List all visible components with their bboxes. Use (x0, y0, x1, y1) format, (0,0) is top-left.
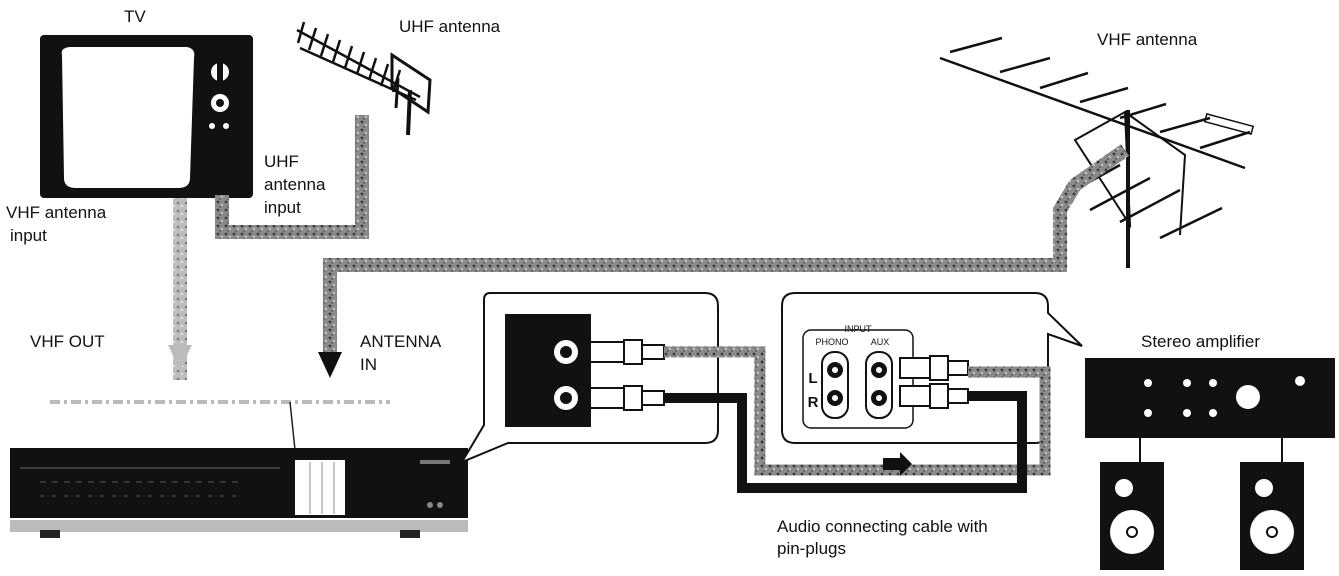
antenna-in-label: ANTENNA IN (360, 332, 442, 374)
amp-aux-label: AUX (871, 337, 890, 347)
uhf-antenna-label: UHF antenna (399, 17, 501, 36)
amp-phono-label: PHONO (815, 337, 848, 347)
amp-input-label: INPUT (845, 324, 873, 334)
uhf-antenna-input-label: UHF antenna input (264, 152, 326, 217)
vhf-antenna-input-label: VHF antenna input (6, 203, 107, 245)
vcr-unit (10, 400, 468, 538)
audio-cable-label: Audio connecting cable with pin-plugs (777, 517, 988, 558)
uhf-antenna (296, 21, 432, 136)
stereo-amplifier (1085, 358, 1335, 462)
vhf-out-label: VHF OUT (30, 332, 105, 351)
vhf-out-arrow-icon (168, 345, 192, 370)
tv-set (40, 35, 253, 198)
amp-input-callout: INPUT PHONO AUX L R (781, 292, 1083, 444)
vhf-antenna-label: VHF antenna (1097, 30, 1198, 49)
speaker-left (1100, 462, 1164, 570)
vhf-antenna (939, 36, 1255, 268)
antenna-in-arrow-icon (318, 352, 342, 378)
amp-right-label: R (808, 394, 819, 411)
tv-label: TV (124, 7, 146, 26)
vcr-rear-panel-callout (459, 292, 719, 465)
audio-cables (664, 346, 1051, 493)
signal-arrow-icon (883, 452, 912, 476)
amp-left-label: L (808, 370, 817, 387)
stereo-amplifier-label: Stereo amplifier (1141, 332, 1261, 351)
speaker-right (1240, 462, 1304, 570)
tv-screen (61, 47, 195, 188)
